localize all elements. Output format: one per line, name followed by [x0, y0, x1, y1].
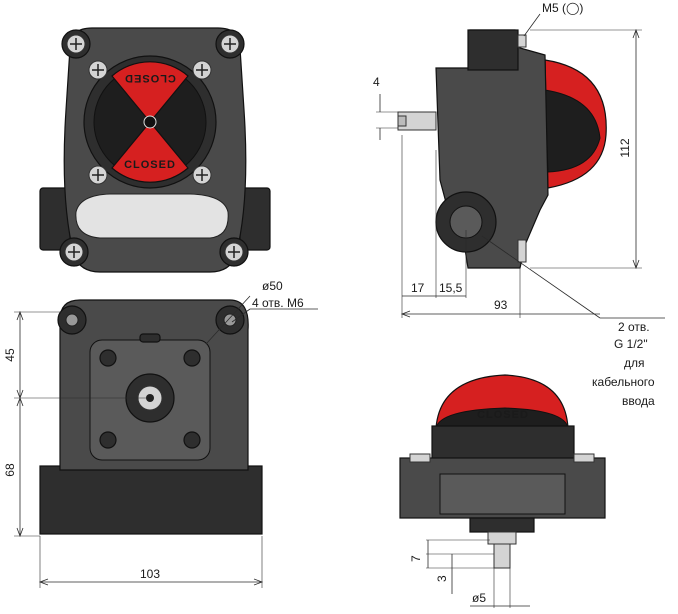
dim-3: 3	[435, 575, 449, 582]
dim-17: 17	[411, 281, 425, 295]
dim-7: 7	[409, 555, 423, 562]
corner-screws	[64, 34, 244, 262]
rear-base	[39, 465, 263, 535]
dim-112: 112	[618, 138, 632, 157]
side-cap	[467, 29, 519, 71]
label-plate	[75, 193, 229, 239]
dim-4: 4	[373, 75, 380, 89]
rear-view	[39, 299, 263, 535]
cable-note-4: кабельного	[592, 375, 655, 389]
shaft-collar	[469, 517, 535, 533]
window-screws	[88, 60, 212, 185]
dim-screw: M5 (◯)	[542, 1, 583, 15]
indicator-red-bottom	[111, 121, 189, 183]
dim-bolt-circle: ø50	[262, 279, 283, 293]
cable-note-1: 2 отв.	[618, 320, 650, 334]
rear-hole-left	[65, 313, 79, 327]
bottom-dimensions: 7 3 ø5	[409, 539, 530, 608]
bottom-screw-left	[409, 453, 431, 463]
closed-label-bottom: CLOSED	[124, 159, 176, 171]
side-shaft-tip	[397, 115, 407, 127]
side-dome-inner	[544, 89, 601, 173]
rear-shaft-center	[146, 394, 154, 402]
mount-hole-2	[183, 349, 201, 367]
shaft-pin	[493, 543, 511, 569]
bottom-screw-right	[573, 453, 595, 463]
bottom-view: CLOSED	[399, 374, 606, 569]
cable-leader	[481, 235, 601, 319]
dim-68: 68	[3, 463, 17, 477]
side-dimensions: M5 (◯) 112 4 17 15,5 93 2 отв. G 1/2" дл…	[373, 1, 665, 408]
cable-note-3: для	[624, 356, 645, 370]
rear-hole-right	[223, 313, 237, 327]
indicator-red-top	[111, 61, 189, 123]
dim-shaft-dia: ø5	[472, 591, 486, 605]
side-screw-bottom	[517, 239, 527, 263]
closed-label-dome: CLOSED	[477, 409, 529, 421]
indicator-center	[143, 115, 157, 129]
mount-hole-4	[183, 431, 201, 449]
mount-hole-1	[99, 349, 117, 367]
cable-note-5: ввода	[622, 394, 655, 408]
dim-93: 93	[494, 298, 508, 312]
dim-mount-holes: 4 отв. M6	[252, 296, 304, 310]
rear-slot	[139, 333, 161, 343]
mount-hole-3	[99, 431, 117, 449]
dim-103: 103	[140, 567, 160, 581]
side-screw-top	[517, 34, 527, 48]
cable-note-2: G 1/2"	[614, 337, 648, 351]
rear-dimensions: ø50 4 отв. M6 45 68 103	[3, 279, 318, 588]
dome-lower	[435, 407, 569, 429]
bottom-inner	[439, 473, 566, 515]
dim-15-5: 15,5	[439, 281, 463, 295]
closed-label-top: CLOSED	[124, 72, 176, 84]
dim-45: 45	[3, 348, 17, 362]
side-view	[397, 29, 607, 269]
dome-collar	[431, 425, 575, 461]
front-view: CLOSED CLOSED	[39, 27, 271, 273]
shaft-nut	[487, 531, 517, 545]
